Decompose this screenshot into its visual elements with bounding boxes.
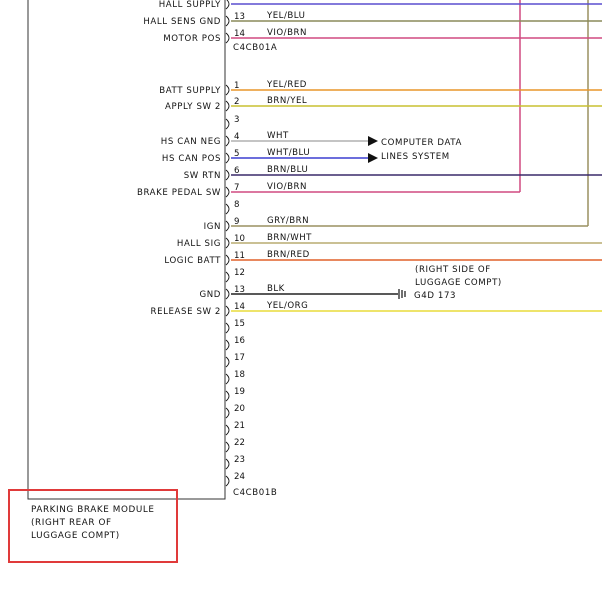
signal-label: APPLY SW 2	[165, 102, 221, 112]
pin-bracket-icon	[225, 152, 230, 164]
pin-number: 21	[234, 421, 245, 431]
pin-number: 13	[234, 12, 245, 22]
signal-label: HALL SENS GND	[143, 17, 221, 27]
pin-number: 24	[234, 472, 245, 482]
pin-number: 19	[234, 387, 245, 397]
arrow-can-neg	[368, 136, 378, 146]
connector-a-name: C4CB01A	[233, 43, 277, 53]
pin-bracket-icon	[225, 305, 230, 317]
wire-color-code: YEL/ORG	[266, 301, 308, 311]
signal-label: HALL SIG	[177, 239, 221, 249]
pin-number: 22	[234, 438, 245, 448]
pin-number: 15	[234, 319, 245, 329]
wire-color-code: BRN/WHT	[267, 233, 312, 243]
pin-bracket-icon	[225, 458, 230, 470]
pin-bracket-icon	[225, 32, 230, 44]
wire-color-code: WHT/BLU	[267, 148, 310, 158]
pin-bracket-icon	[225, 322, 230, 334]
pin-number: 23	[234, 455, 245, 465]
pin-number: 9	[234, 217, 239, 227]
pin-bracket-icon	[225, 84, 230, 96]
pin-bracket-icon	[225, 390, 230, 402]
pin-number: 10	[234, 234, 245, 244]
pin-bracket-icon	[225, 271, 230, 283]
pin-bracket-icon	[225, 237, 230, 249]
pin-bracket-icon	[225, 135, 230, 147]
ground-symbol-icon	[398, 289, 406, 299]
signal-label: BRAKE PEDAL SW	[137, 188, 221, 198]
pin-bracket-icon	[225, 288, 230, 300]
pin-number: 16	[234, 336, 245, 346]
pin-bracket-icon	[225, 339, 230, 351]
wire-color-code: VIO/BRN	[267, 182, 307, 192]
pin-number: 5	[234, 149, 239, 159]
pin-bracket-icon	[225, 407, 230, 419]
pin-bracket-icon	[225, 100, 230, 112]
arrow-can-pos	[368, 153, 378, 163]
pin-bracket-icon	[225, 220, 230, 232]
pin-number: 7	[234, 183, 239, 193]
pin-number: 17	[234, 353, 245, 363]
wire-color-code: YEL/RED	[266, 80, 307, 90]
ground-id: G4D 173	[414, 291, 456, 301]
pin-bracket-icon	[225, 373, 230, 385]
pin-number: 18	[234, 370, 245, 380]
signal-label: HALL SUPPLY	[159, 0, 221, 10]
wire-color-code: YEL/BLU	[266, 11, 305, 21]
pin-bracket-icon	[225, 424, 230, 436]
pin-bracket-icon	[225, 0, 230, 10]
pin-number: 2	[234, 97, 239, 107]
wire-color-code: BLK	[267, 284, 285, 294]
pin-number: 14	[234, 29, 245, 39]
pin-number: 8	[234, 200, 239, 210]
pin-bracket-icon	[225, 441, 230, 453]
pin-bracket-icon	[225, 356, 230, 368]
computer-data-label-2: LINES SYSTEM	[381, 152, 450, 162]
wire-color-code: BRN/YEL	[267, 96, 307, 106]
pin-bracket-icon	[225, 254, 230, 266]
pin-number: 3	[234, 115, 239, 125]
pin-number: 4	[234, 132, 239, 142]
computer-data-label-1: COMPUTER DATA	[381, 138, 462, 148]
pin-bracket-icon	[225, 15, 230, 27]
module-location-1: (RIGHT REAR OF	[31, 518, 112, 528]
wire-color-code: VIO/BRN	[267, 28, 307, 38]
signal-label: LOGIC BATT	[164, 256, 221, 266]
ground-location-2: LUGGAGE COMPT)	[415, 278, 502, 288]
pin-number: 20	[234, 404, 245, 414]
signal-label: RELEASE SW 2	[151, 307, 221, 317]
wire-color-code: BRN/BLU	[267, 165, 308, 175]
pin-bracket-icon	[225, 169, 230, 181]
signal-label: IGN	[204, 222, 221, 232]
module-name: PARKING BRAKE MODULE	[31, 505, 155, 515]
pin-bracket-icon	[225, 186, 230, 198]
module-outline	[27, 0, 226, 500]
pin-number: 1	[234, 81, 239, 91]
signal-label: GND	[199, 290, 221, 300]
wire-color-code: BRN/RED	[267, 250, 310, 260]
signal-label: MOTOR POS	[163, 34, 221, 44]
module-highlight-box	[8, 489, 178, 563]
pin-number: 11	[234, 251, 245, 261]
signal-label: HS CAN POS	[162, 154, 221, 164]
pin-number: 13	[234, 285, 245, 295]
pin-bracket-icon	[225, 475, 230, 487]
wire-color-code: GRY/BRN	[267, 216, 309, 226]
signal-label: BATT SUPPLY	[159, 86, 221, 96]
pin-number: 14	[234, 302, 245, 312]
signal-label: SW RTN	[184, 171, 221, 181]
wire-color-code: WHT	[267, 131, 289, 141]
connector-b-name: C4CB01B	[233, 488, 277, 498]
ground-location-1: (RIGHT SIDE OF	[415, 265, 491, 275]
pin-number: 12	[234, 268, 245, 278]
pin-bracket-icon	[225, 203, 230, 215]
pin-number: 6	[234, 166, 239, 176]
pin-bracket-icon	[225, 118, 230, 130]
signal-label: HS CAN NEG	[161, 137, 221, 147]
module-location-2: LUGGAGE COMPT)	[31, 531, 120, 541]
